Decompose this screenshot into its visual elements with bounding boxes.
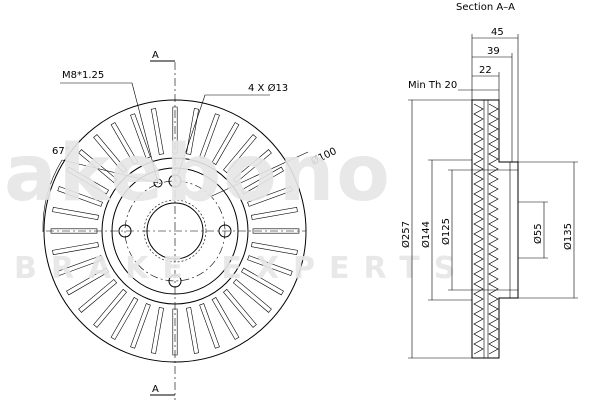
vent-slot [252, 228, 300, 234]
vent-slot [247, 255, 293, 276]
vent-slot [251, 242, 298, 256]
vent-slot [150, 307, 164, 354]
vent-slot [241, 166, 284, 195]
hatch-zigzag [488, 103, 499, 355]
section-title: Section A–A [456, 2, 515, 13]
vent-slot [52, 242, 99, 256]
watermark-logo: akebono [4, 129, 392, 219]
vent-slot [223, 134, 257, 174]
section-profile [471, 99, 519, 359]
min-thickness: Min Th 20 [408, 80, 457, 91]
hatch-zigzag [473, 103, 484, 355]
vent-slot [93, 134, 127, 174]
dim-55: Ø55 [532, 223, 544, 244]
vent-slot [186, 307, 200, 354]
vent-slot [232, 149, 272, 183]
vent-slot [199, 303, 220, 349]
vent-slot [211, 122, 240, 165]
dim-45: 45 [491, 27, 504, 38]
vent-slot [52, 206, 99, 220]
dim-135: Ø135 [562, 223, 574, 250]
vent-slot [50, 228, 98, 234]
watermark: akebono BRAKE EXPERTS [4, 129, 469, 286]
vent-slot [130, 303, 151, 349]
thread-leader-diagonal [131, 82, 159, 184]
vent-slot [57, 255, 103, 276]
section-view: Section A–A Ø257 Ø144 Ø125 Ø55 Ø135 [400, 2, 578, 359]
vent-slot [78, 149, 118, 183]
vent-slot [150, 108, 164, 155]
vent-slot [211, 297, 240, 340]
dim-22: 22 [479, 65, 492, 76]
vent-slot [57, 186, 103, 207]
vent-slot [199, 113, 220, 159]
vent-slot [130, 113, 151, 159]
thread-label: M8*1.25 [62, 70, 104, 81]
vent-slot [78, 279, 118, 313]
vent-slot [66, 166, 109, 195]
dim-125: Ø125 [440, 218, 452, 245]
vent-slot [110, 297, 139, 340]
section-mark-bottom: A [152, 384, 159, 395]
angle-arc [42, 159, 63, 233]
thread-hole [153, 178, 163, 188]
section-hatch [473, 103, 499, 355]
vent-slot [66, 267, 109, 296]
holes-leader-diagonal [177, 94, 206, 176]
angle-leader [61, 159, 159, 184]
holes-label: 4 X Ø13 [248, 82, 288, 94]
vent-slot [186, 108, 200, 155]
dim-257: Ø257 [400, 221, 412, 248]
front-view: A A M8*1.25 4 X Ø13 67° Ø100 [42, 50, 339, 400]
vent-slot [110, 122, 139, 165]
vent-slot [172, 106, 178, 154]
vent-slot [93, 288, 127, 328]
section-mark-top: A [152, 50, 159, 61]
dim-144: Ø144 [420, 221, 432, 248]
vent-slot [232, 279, 272, 313]
dim-39: 39 [487, 46, 500, 57]
vent-slot [247, 186, 293, 207]
angle-label: 67° [52, 146, 70, 157]
pcd-leader [211, 151, 309, 197]
watermark-tagline: BRAKE EXPERTS [14, 251, 469, 286]
vent-slot [223, 288, 257, 328]
vent-slots [50, 106, 300, 356]
vent-slot [251, 206, 298, 220]
vent-slot [241, 267, 284, 296]
vent-slot [172, 308, 178, 356]
